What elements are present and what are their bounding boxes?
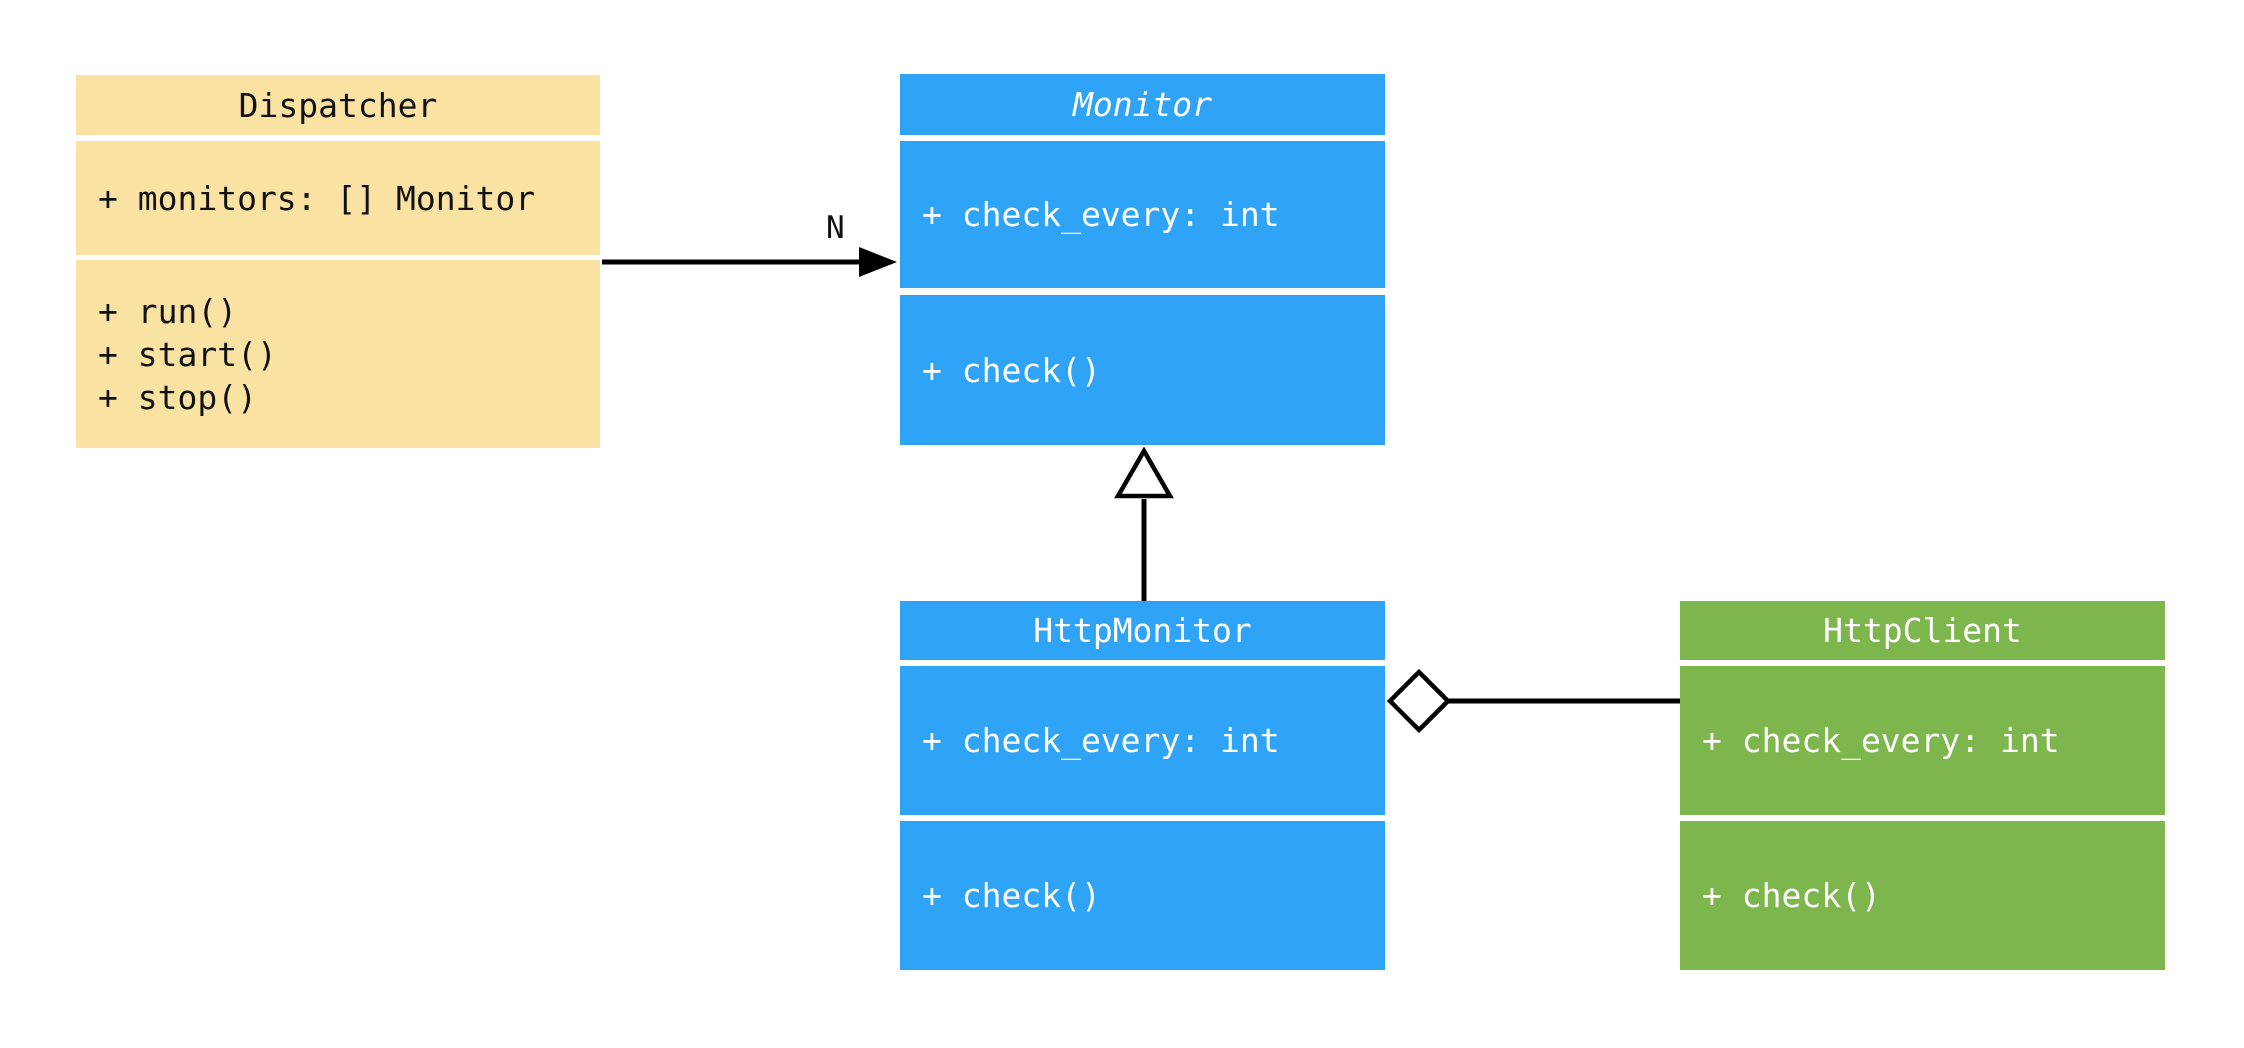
hollow-diamond-icon bbox=[1386, 668, 1452, 734]
class-methods: + check() bbox=[900, 295, 1385, 445]
class-box-httpmonitor: HttpMonitor + check_every: int + check() bbox=[900, 601, 1385, 970]
method-line: + start() bbox=[98, 334, 277, 374]
method-line: + check() bbox=[922, 350, 1101, 390]
class-methods: + check() bbox=[1680, 821, 2165, 970]
class-attributes: + monitors: [] Monitor bbox=[76, 141, 600, 255]
class-methods: + run() + start() + stop() bbox=[76, 260, 600, 448]
class-title: HttpClient bbox=[1680, 601, 2165, 660]
aggregation-connector bbox=[1386, 668, 1680, 734]
method-line: + check() bbox=[1702, 876, 1881, 915]
attribute-line: + monitors: [] Monitor bbox=[98, 178, 536, 218]
hollow-triangle-icon bbox=[1114, 446, 1174, 499]
multiplicity-label: N bbox=[826, 210, 845, 246]
class-title: Monitor bbox=[900, 74, 1385, 135]
class-methods: + check() bbox=[900, 821, 1385, 970]
method-line: + stop() bbox=[98, 377, 257, 417]
class-title: Dispatcher bbox=[76, 75, 600, 135]
attribute-line: + check_every: int bbox=[1702, 721, 2060, 760]
filled-arrowhead-icon bbox=[859, 247, 897, 277]
class-attributes: + check_every: int bbox=[900, 141, 1385, 288]
class-attributes: + check_every: int bbox=[1680, 666, 2165, 815]
association-arrow bbox=[602, 247, 897, 277]
inheritance-arrow bbox=[1114, 446, 1174, 601]
attribute-line: + check_every: int bbox=[922, 195, 1280, 234]
method-line: + check() bbox=[922, 876, 1101, 915]
class-box-dispatcher: Dispatcher + monitors: [] Monitor + run(… bbox=[76, 75, 600, 448]
method-line: + run() bbox=[98, 291, 238, 331]
class-attributes: + check_every: int bbox=[900, 666, 1385, 815]
class-box-monitor: Monitor + check_every: int + check() bbox=[900, 74, 1385, 445]
attribute-line: + check_every: int bbox=[922, 721, 1280, 760]
class-title: HttpMonitor bbox=[900, 601, 1385, 660]
class-box-httpclient: HttpClient + check_every: int + check() bbox=[1680, 601, 2165, 970]
